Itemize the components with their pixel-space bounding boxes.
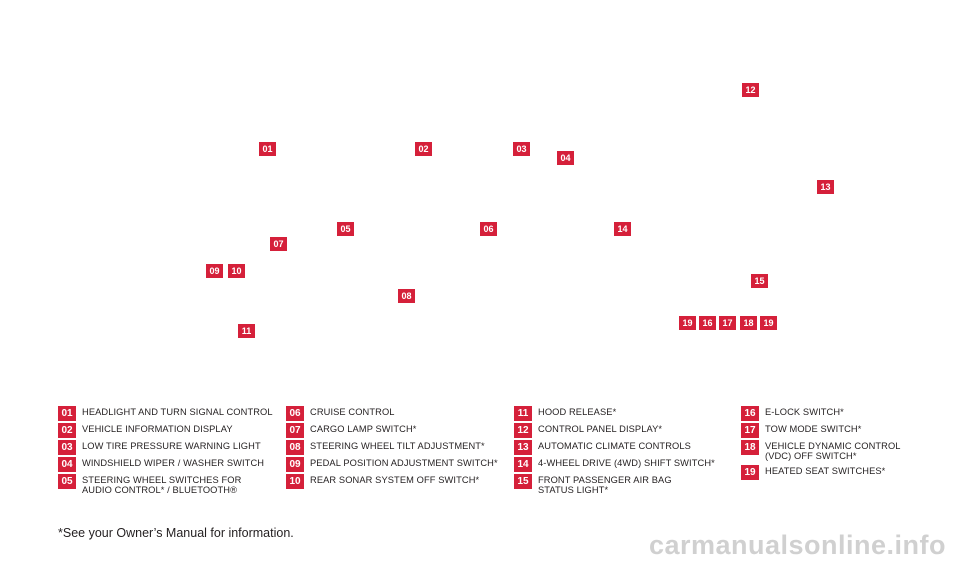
legend-label: AUTOMATIC CLIMATE CONTROLS [538, 441, 691, 451]
legend-number: 19 [741, 465, 759, 480]
legend-item-01: 01 HEADLIGHT AND TURN SIGNAL CONTROL [58, 406, 273, 421]
callout-14: 14 [614, 222, 631, 236]
callout-06: 06 [480, 222, 497, 236]
legend-number: 16 [741, 406, 759, 421]
legend-number: 01 [58, 406, 76, 421]
legend-item-15: 15 FRONT PASSENGER AIR BAG STATUS LIGHT* [514, 474, 672, 495]
callout-15: 15 [751, 274, 768, 288]
callout-18: 18 [740, 316, 757, 330]
footnote: *See your Owner’s Manual for information… [58, 526, 294, 540]
legend-label: VEHICLE DYNAMIC CONTROL (VDC) OFF SWITCH… [765, 441, 901, 461]
callout-17: 17 [719, 316, 736, 330]
callout-19-left: 19 [679, 316, 696, 330]
legend-number: 13 [514, 440, 532, 455]
callout-11: 11 [238, 324, 255, 338]
legend-number: 05 [58, 474, 76, 489]
legend-item-16: 16 E-LOCK SWITCH* [741, 406, 844, 421]
legend-label: TOW MODE SWITCH* [765, 424, 862, 434]
callout-03: 03 [513, 142, 530, 156]
legend-item-09: 09 PEDAL POSITION ADJUSTMENT SWITCH* [286, 457, 498, 472]
legend-item-08: 08 STEERING WHEEL TILT ADJUSTMENT* [286, 440, 485, 455]
legend-label: WINDSHIELD WIPER / WASHER SWITCH [82, 458, 265, 468]
legend-label: CARGO LAMP SWITCH* [310, 424, 417, 434]
legend-item-17: 17 TOW MODE SWITCH* [741, 423, 861, 438]
legend-number: 12 [514, 423, 532, 438]
legend-number: 08 [286, 440, 304, 455]
legend-item-14: 14 4-WHEEL DRIVE (4WD) SHIFT SWITCH* [514, 457, 715, 472]
callout-13: 13 [817, 180, 834, 194]
legend-label: HOOD RELEASE* [538, 407, 617, 417]
legend-number: 15 [514, 474, 532, 489]
callout-19-right: 19 [760, 316, 777, 330]
legend-label: VEHICLE INFORMATION DISPLAY [82, 424, 233, 434]
legend-item-04: 04 WINDSHIELD WIPER / WASHER SWITCH [58, 457, 264, 472]
legend-label: LOW TIRE PRESSURE WARNING LIGHT [82, 441, 261, 451]
legend-label: CRUISE CONTROL [310, 407, 395, 417]
callout-02: 02 [415, 142, 432, 156]
legend-label: REAR SONAR SYSTEM OFF SWITCH* [310, 475, 480, 485]
legend-item-10: 10 REAR SONAR SYSTEM OFF SWITCH* [286, 474, 479, 489]
legend-label: 4-WHEEL DRIVE (4WD) SHIFT SWITCH* [538, 458, 715, 468]
legend-item-06: 06 CRUISE CONTROL [286, 406, 395, 421]
legend-number: 02 [58, 423, 76, 438]
legend-label: FRONT PASSENGER AIR BAG STATUS LIGHT* [538, 475, 672, 495]
legend-number: 07 [286, 423, 304, 438]
legend-label: HEADLIGHT AND TURN SIGNAL CONTROL [82, 407, 273, 417]
callout-01: 01 [259, 142, 276, 156]
callout-04: 04 [557, 151, 574, 165]
legend-item-11: 11 HOOD RELEASE* [514, 406, 616, 421]
watermark: carmanualsonline.info [648, 530, 946, 560]
legend-number: 17 [741, 423, 759, 438]
legend-label: CONTROL PANEL DISPLAY* [538, 424, 663, 434]
legend-item-12: 12 CONTROL PANEL DISPLAY* [514, 423, 662, 438]
callout-07: 07 [270, 237, 287, 251]
legend-item-03: 03 LOW TIRE PRESSURE WARNING LIGHT [58, 440, 261, 455]
legend-number: 11 [514, 406, 532, 421]
callout-16: 16 [699, 316, 716, 330]
legend-label: E-LOCK SWITCH* [765, 407, 844, 417]
legend-item-05: 05 STEERING WHEEL SWITCHES FOR AUDIO CON… [58, 474, 241, 495]
legend-number: 04 [58, 457, 76, 472]
legend-number: 03 [58, 440, 76, 455]
legend-label: STEERING WHEEL TILT ADJUSTMENT* [310, 441, 485, 451]
legend-number: 06 [286, 406, 304, 421]
callout-09: 09 [206, 264, 223, 278]
legend-number: 10 [286, 474, 304, 489]
legend-number: 14 [514, 457, 532, 472]
legend-label: STEERING WHEEL SWITCHES FOR AUDIO CONTRO… [82, 475, 242, 495]
callout-12: 12 [742, 83, 759, 97]
callout-05: 05 [337, 222, 354, 236]
legend-item-02: 02 VEHICLE INFORMATION DISPLAY [58, 423, 233, 438]
legend-item-13: 13 AUTOMATIC CLIMATE CONTROLS [514, 440, 691, 455]
legend-item-18: 18 VEHICLE DYNAMIC CONTROL (VDC) OFF SWI… [741, 440, 901, 461]
legend-label: HEATED SEAT SWITCHES* [765, 466, 886, 476]
legend-label: PEDAL POSITION ADJUSTMENT SWITCH* [310, 458, 498, 468]
legend-item-19: 19 HEATED SEAT SWITCHES* [741, 465, 885, 480]
legend-number: 18 [741, 440, 759, 455]
callout-08: 08 [398, 289, 415, 303]
legend-item-07: 07 CARGO LAMP SWITCH* [286, 423, 417, 438]
legend-number: 09 [286, 457, 304, 472]
callout-10: 10 [228, 264, 245, 278]
